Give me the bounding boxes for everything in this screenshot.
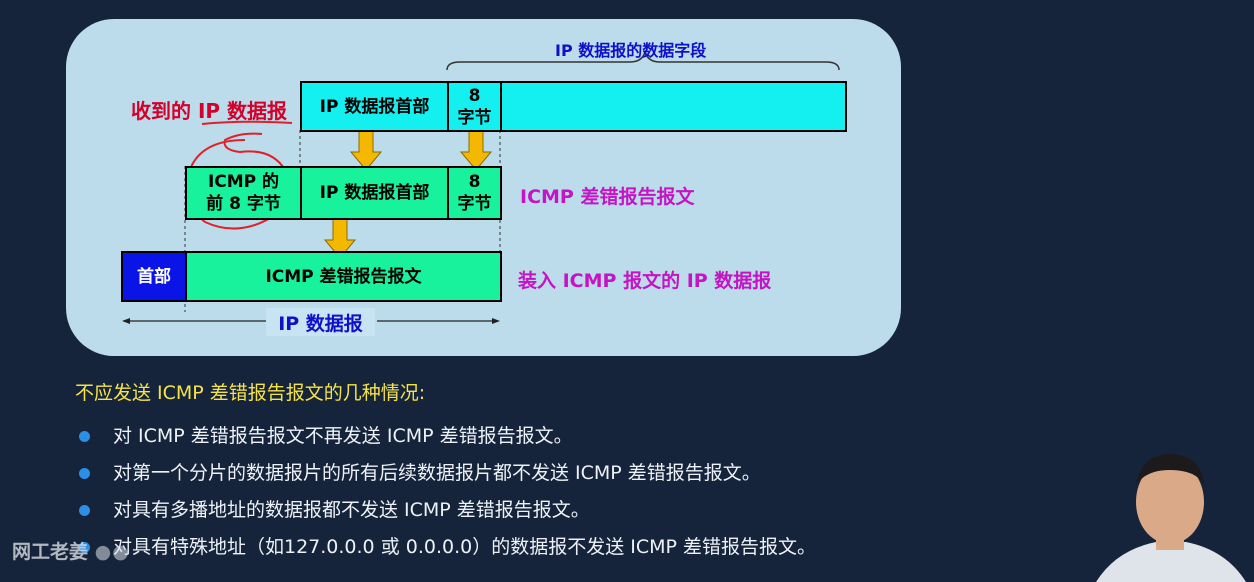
- list-item: 对具有多播地址的数据报都不发送 ICMP 差错报告报文。: [75, 492, 816, 529]
- row1-ip-header: IP 数据报首部: [300, 81, 449, 132]
- bullet-icon: [79, 542, 90, 553]
- bullet-icon: [79, 468, 90, 479]
- notes-heading: 不应发送 ICMP 差错报告报文的几种情况:: [75, 382, 426, 404]
- row2-eight-bytes: 8 字节: [447, 166, 502, 220]
- left-arrow-icon: [122, 318, 130, 324]
- list-item: 对 ICMP 差错报告报文不再发送 ICMP 差错报告报文。: [75, 418, 816, 455]
- encapsulated-datagram-label: 装入 ICMP 报文的 IP 数据报: [518, 270, 772, 292]
- notes-section: 不应发送 ICMP 差错报告报文的几种情况: 对 ICMP 差错报告报文不再发送…: [75, 378, 816, 566]
- list-item: 对第一个分片的数据报片的所有后续数据报片都不发送 ICMP 差错报告报文。: [75, 455, 816, 492]
- presenter-webcam: [1086, 440, 1254, 582]
- row3-icmp-body: ICMP 差错报告报文: [185, 251, 502, 302]
- bullet-icon: [79, 431, 90, 442]
- down-arrow-icon: [323, 217, 357, 259]
- received-datagram-label: 收到的 IP 数据报: [131, 99, 288, 123]
- row1-data-remainder: [500, 81, 847, 132]
- data-field-label: IP 数据报的数据字段: [555, 41, 707, 60]
- ip-datagram-span-label: IP 数据报: [266, 308, 375, 336]
- right-arrow-icon: [492, 318, 500, 324]
- red-underline-annotation: [201, 120, 293, 125]
- down-arrow-icon: [349, 129, 383, 171]
- row1-eight-bytes: 8 字节: [447, 81, 502, 132]
- icmp-error-message-label: ICMP 差错报告报文: [520, 186, 695, 208]
- bilibili-logo-icon: ●●: [94, 541, 130, 563]
- watermark: 网工老姜 ●●: [12, 541, 130, 563]
- list-item: 对具有特殊地址（如127.0.0.0 或 0.0.0.0）的数据报不发送 ICM…: [75, 529, 816, 566]
- row3-header: 首部: [121, 251, 187, 302]
- down-arrow-icon: [459, 129, 493, 171]
- row2-ip-header: IP 数据报首部: [300, 166, 449, 220]
- bullet-icon: [79, 505, 90, 516]
- data-field-brace: [446, 49, 840, 71]
- row2-icmp-first8: ICMP 的 前 8 字节: [185, 166, 302, 220]
